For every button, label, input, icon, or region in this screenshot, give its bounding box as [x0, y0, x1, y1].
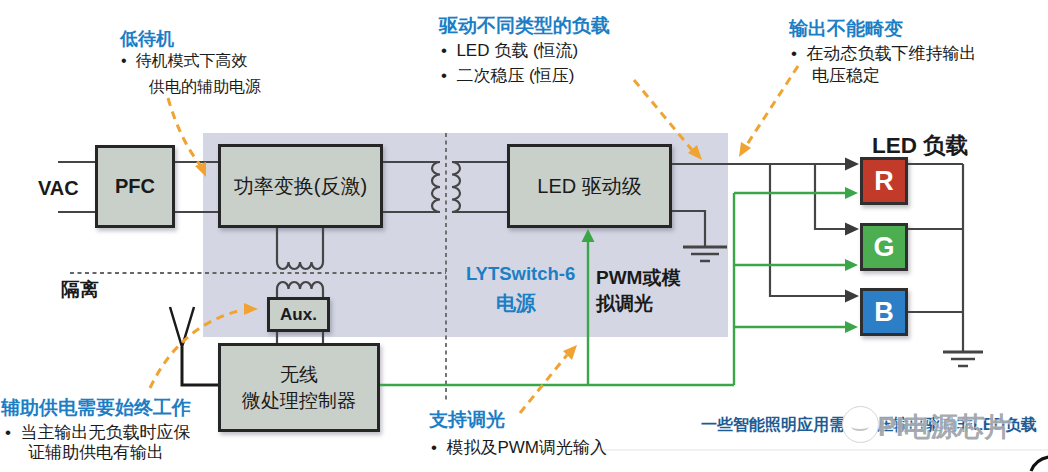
- note-output-stable-line1: • 在动态负载下维持输出: [791, 42, 976, 65]
- led-load-title: LED 负载: [872, 130, 968, 161]
- led-load-blue: B: [860, 288, 908, 336]
- note-low-standby-line1: • 待机模式下高效: [121, 51, 248, 72]
- corner-logo-arc: [1031, 457, 1048, 471]
- led-load-red: R: [860, 157, 908, 205]
- wire-arrowheads: [845, 158, 859, 303]
- watermark-text: PI电源芯片: [878, 409, 1012, 445]
- led-driver-block: LED 驱动级: [507, 144, 672, 228]
- ground-symbols: [683, 247, 983, 366]
- led-driver-label: LED 驱动级: [537, 173, 641, 200]
- led-load-red-label: R: [874, 166, 894, 197]
- pfc-block: PFC: [95, 145, 175, 228]
- note-drive-loads-line2: • 二次稳压 (恒压): [441, 64, 574, 87]
- aux-block: Aux.: [267, 297, 330, 332]
- led-load-green: G: [860, 223, 908, 271]
- aux-label: Aux.: [280, 305, 317, 325]
- power-conversion-label: 功率变换(反激): [234, 173, 367, 200]
- note-low-standby-line2: 供电的辅助电源: [149, 77, 261, 98]
- wireless-mcu-block: 无线微处理控制器: [218, 343, 380, 432]
- pfc-label: PFC: [115, 175, 155, 198]
- note-low-standby-title: 低待机: [120, 27, 174, 51]
- vac-label: VAC: [38, 177, 79, 200]
- pwm-dimming-label-line2: 拟调光: [596, 291, 653, 317]
- note-aux-always-line2: 证辅助供电有输出: [28, 441, 164, 464]
- note-output-stable-title: 输出不能畸变: [789, 16, 903, 42]
- note-drive-loads-title: 驱动不同类型的负载: [439, 13, 610, 39]
- wireless-mcu-label: 无线微处理控制器: [242, 362, 356, 413]
- note-dimming-line1: • 模拟及PWM调光输入: [431, 436, 607, 459]
- lytswitch-label-line1: LYTSwitch-6: [466, 263, 575, 285]
- note-output-stable-line2: 电压稳定: [812, 64, 880, 87]
- pwm-dimming-label-line1: PWM或模: [596, 265, 680, 291]
- isolation-label: 隔离: [61, 277, 99, 303]
- lytswitch-label-line2: 电源: [496, 290, 536, 317]
- led-load-green-label: G: [873, 232, 894, 263]
- note-dimming-title: 支持调光: [429, 407, 505, 433]
- watermark-logo: [842, 406, 879, 443]
- note-drive-loads-line1: • LED 负载 (恒流): [441, 39, 578, 62]
- power-conversion-block: 功率变换(反激): [218, 144, 383, 228]
- led-load-blue-label: B: [874, 297, 894, 328]
- note-aux-always-title: 辅助供电需要始终工作: [1, 395, 191, 421]
